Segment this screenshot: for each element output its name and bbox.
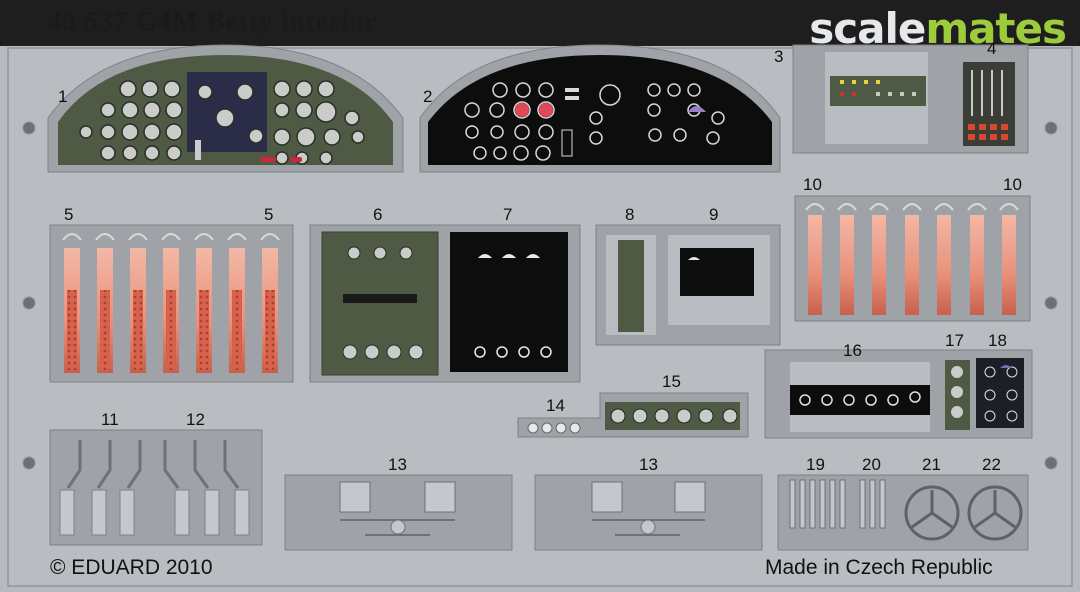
part-19-22-wheels (777, 474, 1029, 551)
part-number-12: 12 (186, 410, 205, 429)
part-number-13a: 13 (388, 455, 407, 474)
part-3-4-panels (792, 44, 1029, 154)
part-number-1: 1 (58, 87, 68, 106)
part-number-20: 20 (862, 455, 881, 474)
part-number-8: 8 (625, 205, 635, 224)
part-number-3: 3 (774, 47, 784, 66)
part-6-7-panels (309, 224, 581, 383)
part-number-5b: 5 (264, 205, 274, 224)
part-number-10b: 10 (1003, 175, 1022, 194)
part-number-22: 22 (982, 455, 1001, 474)
part-number-18: 18 (988, 331, 1007, 350)
part-number-21: 21 (922, 455, 941, 474)
brand-part-1: scale (809, 4, 926, 53)
part-number-10a: 10 (803, 175, 822, 194)
part-number-13b: 13 (639, 455, 658, 474)
part-14-15-panel (517, 392, 749, 438)
part-number-5a: 5 (64, 205, 74, 224)
header-band (0, 0, 1080, 46)
part-number-17: 17 (945, 331, 964, 350)
mounting-holes (22, 121, 1058, 470)
brand-part-2: mates (925, 4, 1067, 53)
fret-title: 49 537 G4M Betty interior (48, 6, 378, 36)
part-16-17-18-panels (764, 349, 1033, 439)
part-1-instrument-panel (47, 44, 404, 173)
part-8-9-panels (595, 224, 781, 346)
part-10-seat-belts (794, 195, 1031, 322)
part-number-16: 16 (843, 341, 862, 360)
part-number-7: 7 (503, 205, 513, 224)
part-number-15: 15 (662, 372, 681, 391)
part-11-12-levers (49, 429, 263, 546)
part-number-9: 9 (709, 205, 719, 224)
made-in-text: Made in Czech Republic (765, 556, 993, 579)
part-2-instrument-panel (419, 44, 781, 173)
part-13-panel-a (284, 474, 513, 551)
part-5-seat-belts (49, 224, 294, 383)
part-number-11: 11 (101, 410, 119, 429)
brand-logo: scalemates (809, 4, 1067, 53)
part-13-panel-b (534, 474, 763, 551)
copyright-text: © EDUARD 2010 (50, 556, 213, 579)
part-number-6: 6 (373, 205, 383, 224)
part-number-14: 14 (546, 396, 565, 415)
part-number-19: 19 (806, 455, 825, 474)
part-number-4: 4 (987, 39, 997, 58)
part-number-2: 2 (423, 87, 433, 106)
